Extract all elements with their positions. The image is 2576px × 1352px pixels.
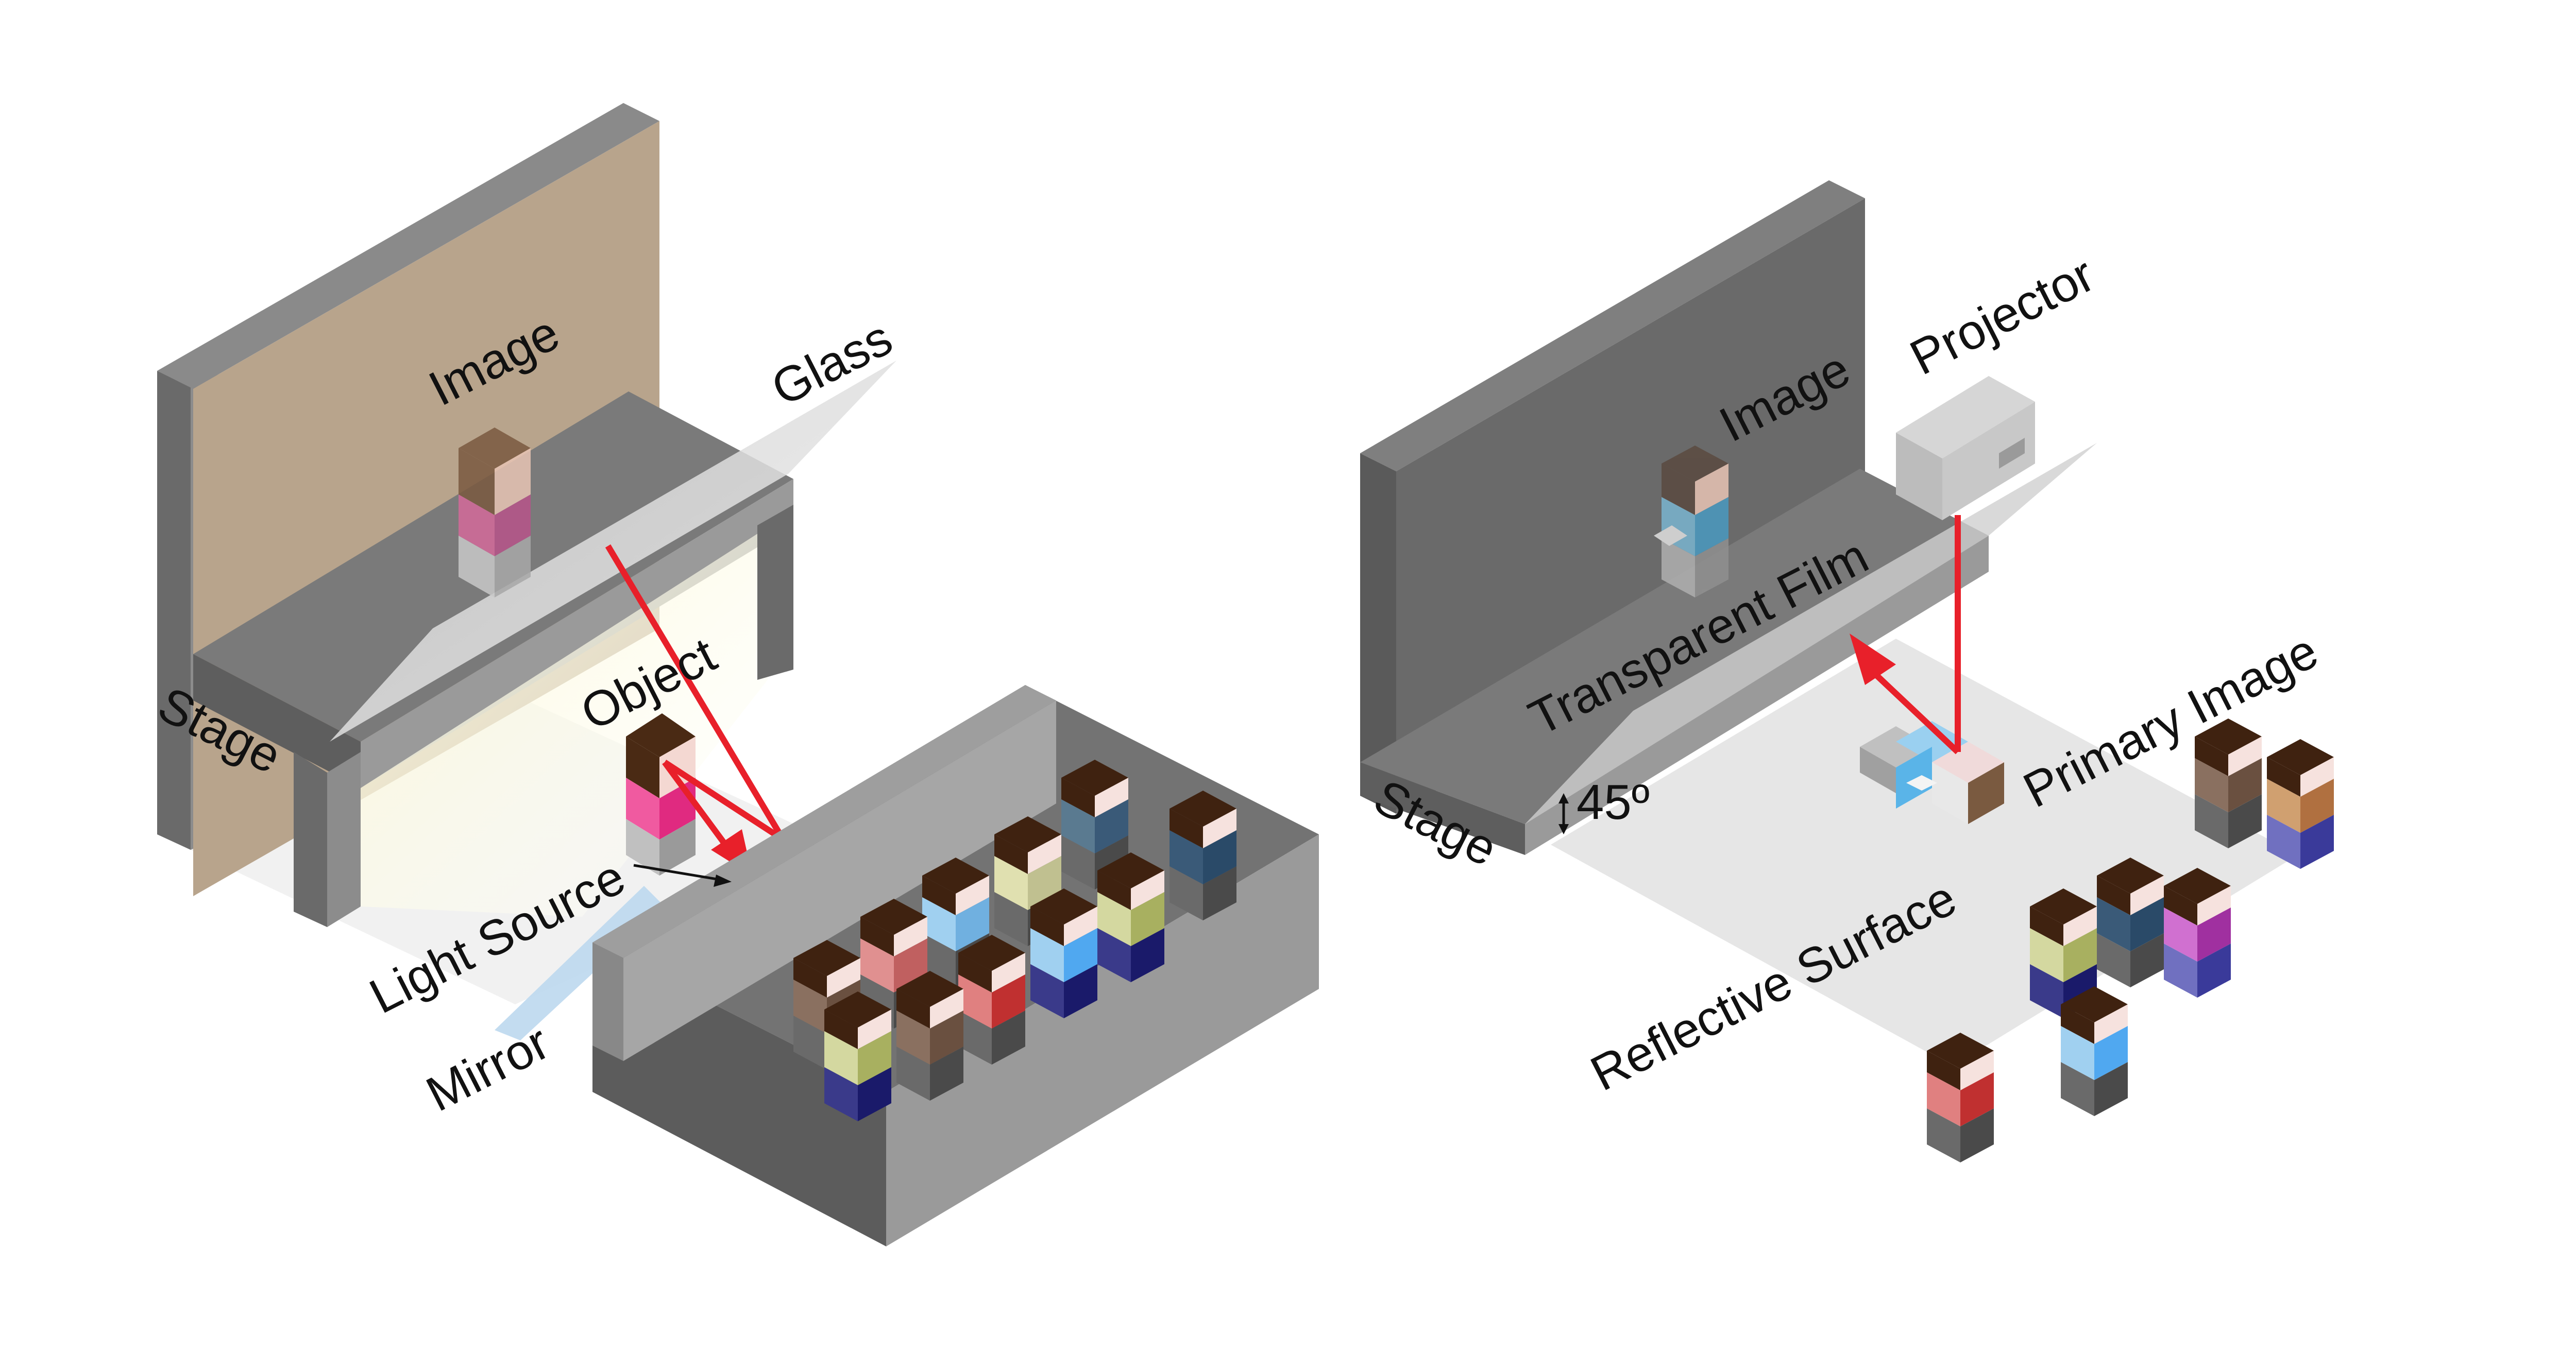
label-projector: Projector [1902,247,2103,386]
right-stage [1360,469,1989,855]
light-source-pointer [633,864,727,882]
right-diagram: Image Projector Transparent Film Primary… [1360,180,2334,1162]
right-back-wall [1360,180,1865,814]
audience-member [2267,739,2334,869]
label-mirror: Mirror [418,1015,558,1122]
left-diagram: Image Glass Stage Object Light Source Mi… [149,103,1319,1246]
light-cone [361,530,768,917]
audience-member [824,991,891,1121]
light-source-pointer-head [714,875,732,887]
audience-member [1097,852,1164,982]
front-post [294,752,361,927]
audience-member [2061,986,2128,1116]
angle-arrow-up [1558,793,1569,803]
label-angle: 45º [1577,775,1650,830]
audience-member [2164,868,2231,998]
audience-member [1030,888,1097,1018]
audience-member [1061,760,1128,889]
object-figure [626,713,696,876]
image-figure [459,427,531,597]
audience-member [1927,1033,1994,1162]
audience-member [896,971,963,1101]
audience-member [2195,718,2262,848]
primary-image-figure [1860,721,2004,824]
audience-member [1170,791,1236,920]
mirror [495,886,665,1040]
right-image-figure [1654,446,1728,597]
audience-member [958,935,1025,1065]
right-ray-arrowhead [1850,634,1896,685]
right-edge-post [757,505,793,680]
angle-arrow-down [1558,824,1569,834]
right-rays [1862,515,1961,755]
audience-left [793,760,1236,1121]
projector [1896,376,2035,520]
audience-member [2097,858,2164,987]
audience-right [1927,718,2334,1162]
transparent-film [1525,443,2097,824]
